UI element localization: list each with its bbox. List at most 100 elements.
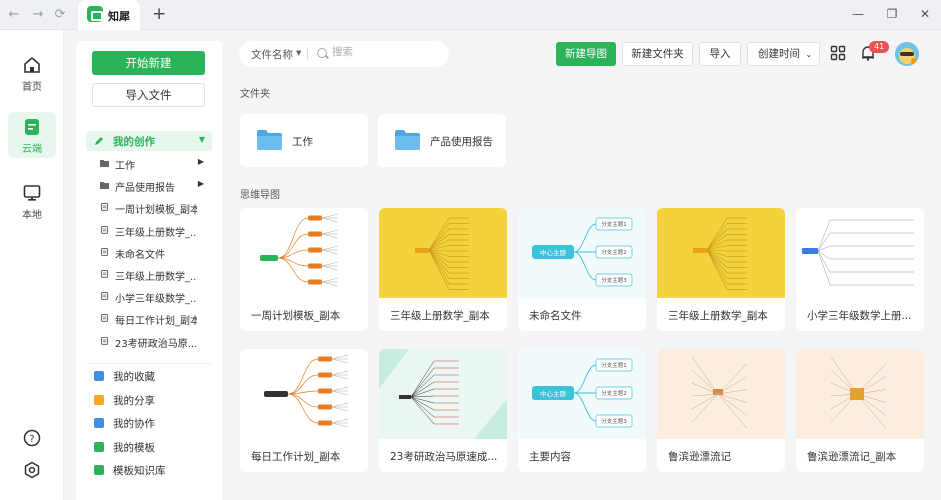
search-separator	[307, 48, 308, 60]
my-creations-label: 我的创作	[113, 136, 155, 148]
sidebar-divider	[86, 363, 212, 364]
sidebar-tree-item[interactable]: 一周计划模板_副本	[100, 199, 212, 217]
sidebar-tree-item[interactable]: 小学三年级数学_...	[100, 288, 212, 306]
pen-icon	[95, 137, 103, 145]
sidebar-section-item[interactable]: 模板知识库	[86, 460, 212, 480]
sort-label: 创建时间	[758, 48, 800, 60]
sidebar-tree-label: 未命名文件	[115, 249, 165, 261]
grid-view-icon[interactable]	[830, 45, 846, 61]
close-button[interactable]: ✕	[919, 7, 931, 21]
folder-label: 工作	[292, 136, 313, 148]
mindmap-card[interactable]: 三年级上册数学_副本	[657, 208, 785, 331]
rail-cloud[interactable]: 云端	[8, 112, 56, 158]
settings-icon[interactable]	[23, 461, 41, 479]
mindmap-card[interactable]: 一周计划模板_副本	[240, 208, 368, 331]
mindmap-card[interactable]: 23考研政治马原速成...	[379, 349, 507, 472]
avatar[interactable]	[895, 42, 919, 66]
document-icon	[101, 269, 109, 278]
svg-text:分支主题2: 分支主题2	[601, 389, 627, 397]
sidebar-tree-item[interactable]: 每日工作计划_副本	[100, 310, 212, 328]
sidebar-section-item[interactable]: 我的分享	[86, 390, 212, 410]
map-thumbnail	[657, 208, 785, 298]
forward-button[interactable]: →	[32, 7, 44, 22]
sidebar-tree-label: 23考研政治马原...	[115, 338, 197, 350]
cloud-doc-icon	[25, 119, 39, 135]
sidebar: 开始新建 导入文件 我的创作 ▼ 工作▶产品使用报告▶一周计划模板_副本三年级上…	[76, 41, 222, 500]
app-tab[interactable]: 知犀	[78, 0, 140, 30]
svg-text:分支主题3: 分支主题3	[601, 417, 627, 425]
svg-text:分支主题3: 分支主题3	[601, 276, 627, 284]
mindmap-label: 鲁滨逊漂流记	[668, 451, 731, 463]
mindmap-label: 主要内容	[529, 451, 571, 463]
sort-dropdown[interactable]: 创建时间 ⌄	[747, 42, 820, 66]
sidebar-tree-label: 每日工作计划_副本	[115, 316, 197, 328]
sidebar-tree-label: 一周计划模板_副本	[115, 205, 197, 217]
rail-local-label: 本地	[22, 210, 42, 221]
refresh-button[interactable]: ⟳	[54, 7, 66, 22]
sidebar-tree-label: 产品使用报告	[115, 183, 175, 195]
sidebar-tree-label: 三年级上册数学_...	[115, 272, 197, 283]
rail-cloud-label: 云端	[22, 144, 42, 155]
collab-icon	[94, 418, 104, 429]
map-thumbnail	[379, 208, 507, 298]
document-icon	[101, 336, 109, 345]
help-icon[interactable]: ?	[23, 429, 41, 447]
map-thumbnail	[240, 349, 368, 439]
book-icon	[94, 465, 104, 476]
folder-card[interactable]: 产品使用报告	[378, 114, 506, 167]
caret-right-icon: ▶	[197, 179, 204, 189]
new-map-button[interactable]: 新建导图	[556, 42, 616, 66]
folder-icon	[257, 130, 282, 150]
sidebar-tree-item[interactable]: 三年级上册数学_...	[100, 222, 212, 240]
search-input[interactable]	[332, 46, 432, 58]
start-new-button[interactable]: 开始新建	[92, 51, 205, 75]
caret-right-icon: ▶	[197, 157, 204, 166]
chevron-down-icon: ⌄	[805, 50, 813, 59]
mindmap-card[interactable]: 鲁滨逊漂流记	[657, 349, 785, 472]
sidebar-section-item[interactable]: 我的模板	[86, 437, 212, 457]
restore-button[interactable]: ❐	[886, 7, 898, 21]
sidebar-section-item[interactable]: 我的收藏	[86, 366, 212, 386]
document-icon	[101, 225, 109, 234]
avatar-face-icon	[895, 42, 919, 66]
folder-card[interactable]: 工作	[240, 114, 368, 167]
rail-local[interactable]: 本地	[8, 178, 56, 224]
sidebar-tree-item[interactable]: 工作▶	[100, 155, 212, 173]
import-file-button[interactable]: 导入文件	[92, 83, 205, 107]
folder-icon	[100, 182, 109, 190]
map-thumbnail	[240, 208, 368, 298]
sidebar-tree-item[interactable]: 23考研政治马原...	[100, 333, 212, 351]
minimize-button[interactable]: —	[852, 7, 864, 21]
mindmap-label: 每日工作计划_副本	[251, 451, 341, 463]
sidebar-section-item[interactable]: 我的协作	[86, 413, 212, 433]
my-creations[interactable]: 我的创作 ▼	[86, 131, 212, 151]
sidebar-tree-item[interactable]: 产品使用报告 ▶	[100, 177, 212, 195]
sidebar-section-label: 我的收藏	[113, 371, 155, 383]
mindmap-card[interactable]: 每日工作计划_副本	[240, 349, 368, 472]
mindmap-label: 三年级上册数学_副本	[390, 310, 490, 322]
rail-home[interactable]: 首页	[8, 50, 56, 96]
import-button[interactable]: 导入	[699, 42, 741, 66]
new-folder-button[interactable]: 新建文件夹	[622, 42, 693, 66]
new-tab-button[interactable]: +	[152, 4, 167, 24]
search-filter-dropdown[interactable]: 文件名称	[251, 49, 293, 61]
mindmap-card[interactable]: 小学三年级数学上册...	[796, 208, 924, 331]
mindmap-card[interactable]: 三年级上册数学_副本	[379, 208, 507, 331]
svg-text:?: ?	[29, 434, 34, 445]
sidebar-tree-item[interactable]: 未命名文件	[100, 244, 212, 262]
map-thumbnail	[796, 349, 924, 439]
back-button[interactable]: ←	[8, 7, 20, 22]
document-icon	[101, 203, 109, 212]
mindmap-card[interactable]: 鲁滨逊漂流记_副本	[796, 349, 924, 472]
sidebar-tree-item[interactable]: 三年级上册数学_...	[100, 266, 212, 284]
svg-text:分支主题2: 分支主题2	[601, 248, 627, 256]
mindmap-label: 23考研政治马原速成...	[390, 451, 498, 463]
chevron-down-icon: ▼	[198, 135, 205, 144]
share-icon	[94, 394, 104, 405]
folder-icon	[100, 160, 109, 167]
document-icon	[101, 292, 109, 301]
